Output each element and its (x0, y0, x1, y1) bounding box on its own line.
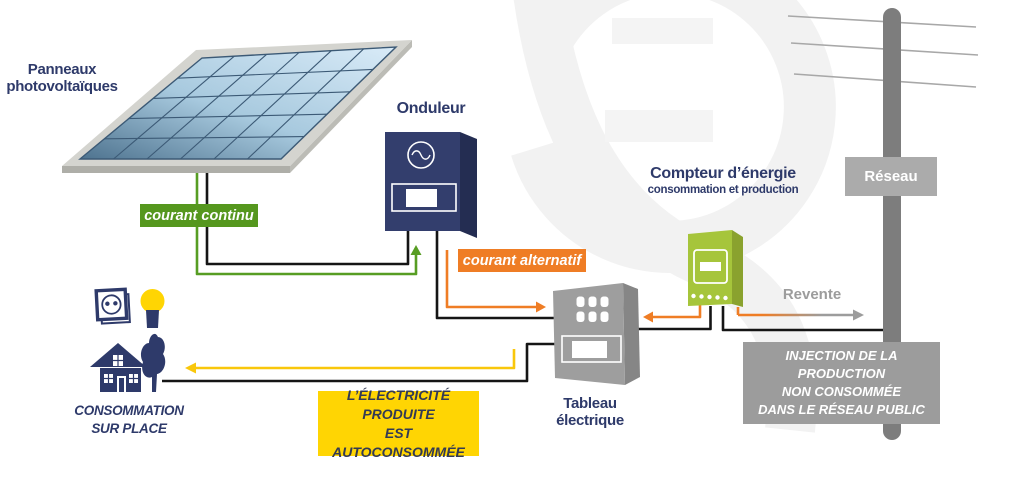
power-outlet-icon (94, 287, 131, 325)
tag-dc-current: courant continu (140, 204, 258, 227)
label-onsite-consumption: CONSOMMATION SUR PLACE (74, 403, 184, 436)
label-resale: Revente (782, 286, 842, 303)
arrow-self-consumption-yellow (185, 349, 516, 374)
arrow-meter-to-panelboard (643, 300, 702, 323)
wire-meter-pole (721, 306, 886, 332)
label-energy-meter-subtitle: consommation et production (647, 184, 799, 196)
label-electrical-panel: Tableau électrique (556, 395, 624, 429)
wiring-black (162, 168, 886, 383)
label-solar-panels: Panneaux photovoltaïques (6, 61, 118, 95)
wire-panelboard-meter (636, 306, 712, 331)
house-icon (90, 343, 146, 392)
wire-panelboard-house (162, 342, 556, 383)
electrical-panel (553, 283, 640, 385)
tag-grid: Réseau (845, 157, 937, 196)
energy-meter (688, 230, 743, 307)
utility-pole (883, 8, 901, 440)
tree-icon (140, 333, 166, 392)
inverter (385, 132, 477, 238)
label-inverter: Onduleur (396, 100, 466, 117)
arrow-ac-orange (445, 250, 546, 313)
tag-grid-injection: INJECTION DE LA PRODUCTION NON CONSOMMÉE… (743, 342, 940, 424)
tag-self-consumed: L’ÉLECTRICITÉ PRODUITE EST AUTOCONSOMMÉE (318, 387, 479, 460)
tag-ac-current: courant alternatif (458, 249, 586, 272)
sine-wave-icon (407, 141, 435, 169)
label-energy-meter: Compteur d’énergie (650, 165, 796, 182)
lightbulb-icon (140, 289, 165, 328)
arrow-resale (736, 307, 864, 321)
solar-panel (62, 40, 412, 173)
wire-inverter-panelboard (435, 231, 556, 320)
